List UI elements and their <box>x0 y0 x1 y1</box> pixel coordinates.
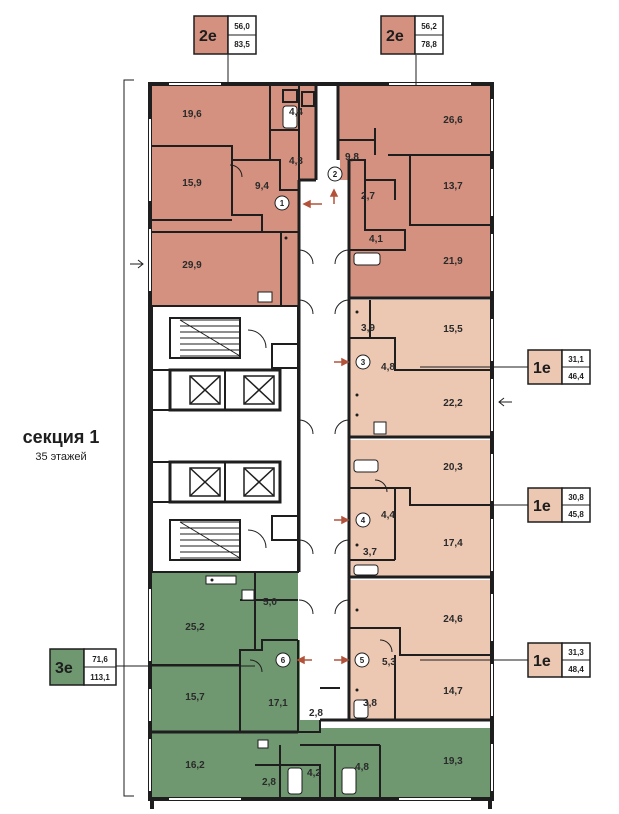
room-area: 3,7 <box>363 547 377 558</box>
room-area: 4,3 <box>289 156 303 167</box>
room-area: 16,2 <box>185 760 205 771</box>
outer-walls <box>148 82 494 801</box>
room-area: 25,2 <box>185 622 205 633</box>
badge-living-area: 31,3 <box>568 648 584 657</box>
badge-living-area: 31,1 <box>568 355 584 364</box>
badge-total-area: 78,8 <box>421 40 437 49</box>
elevator-icon <box>189 375 275 497</box>
section-label: секция 1 35 этажей <box>23 427 100 463</box>
apartment-number-2[interactable]: 2 <box>327 166 343 182</box>
room-area: 19,3 <box>443 756 463 767</box>
svg-text:2: 2 <box>333 170 338 179</box>
room-area: 4,8 <box>355 762 369 773</box>
room-area: 4,4 <box>289 107 303 118</box>
room-area: 15,5 <box>443 324 463 335</box>
section-bracket <box>123 79 134 797</box>
badge-code: 2е <box>199 28 217 45</box>
apartment-1e-top[interactable] <box>350 300 490 437</box>
fixture-dots <box>210 236 359 692</box>
badge-code: 3е <box>55 660 73 677</box>
entrance-arrow-icon <box>296 188 350 665</box>
room-area: 9,8 <box>345 152 359 163</box>
badge-code: 1е <box>533 360 551 377</box>
room-area: 14,7 <box>443 686 463 697</box>
room-area: 17,1 <box>268 698 288 709</box>
corridor <box>300 180 348 720</box>
badge-2e-right[interactable]: 2е 56,2 78,8 <box>380 15 444 55</box>
room-area: 2,8 <box>309 708 323 719</box>
bottom-columns <box>150 799 492 809</box>
badge-1e-top[interactable]: 1е 31,1 46,4 <box>527 349 591 385</box>
badge-living-area: 56,0 <box>234 22 250 31</box>
badge-total-area: 46,4 <box>568 372 584 381</box>
room-area: 26,6 <box>443 115 463 126</box>
room-area: 3,8 <box>363 698 377 709</box>
badge-code: 1е <box>533 498 551 515</box>
room-area: 2,7 <box>361 191 375 202</box>
apartment-number-6[interactable]: 6 <box>275 652 291 668</box>
room-area: 4,4 <box>381 510 395 521</box>
section-subtitle: 35 этажей <box>35 451 86 463</box>
apartment-numbers: 1 2 3 4 5 6 <box>274 166 371 668</box>
compass-arrow-icon <box>130 259 512 407</box>
room-area: 19,6 <box>182 109 202 120</box>
door-swings <box>229 164 393 673</box>
section-title: секция 1 <box>23 427 100 447</box>
apartment-1e-bot[interactable] <box>350 580 490 720</box>
badge-code: 1е <box>533 653 551 670</box>
room-area: 15,7 <box>185 692 205 703</box>
badge-total-area: 113,1 <box>90 673 110 682</box>
stairs-icon <box>179 319 241 559</box>
apartment-number-3[interactable]: 3 <box>355 354 371 370</box>
badge-total-area: 83,5 <box>234 40 250 49</box>
badge-total-area: 45,8 <box>568 510 584 519</box>
badge-living-area: 30,8 <box>568 493 584 502</box>
room-labels: 19,6 4,4 26,6 15,9 4,3 9,4 9,8 13,7 2,7 … <box>182 107 463 788</box>
svg-text:6: 6 <box>281 656 286 665</box>
badge-living-area: 56,2 <box>421 22 437 31</box>
room-area: 4,2 <box>307 768 321 779</box>
room-area: 29,9 <box>182 260 202 271</box>
badge-living-area: 71,6 <box>92 655 108 664</box>
badge-leaders <box>100 55 528 667</box>
badge-code: 2е <box>386 28 404 45</box>
apartment-number-4[interactable]: 4 <box>355 512 371 528</box>
room-area: 3,9 <box>361 323 375 334</box>
room-area: 15,9 <box>182 178 202 189</box>
svg-text:3: 3 <box>361 358 366 367</box>
room-area: 5,3 <box>382 657 396 668</box>
badge-3e[interactable]: 3е 71,6 113,1 <box>49 648 117 686</box>
apartment-3e[interactable] <box>152 572 490 797</box>
room-area: 2,8 <box>262 777 276 788</box>
room-area: 5,0 <box>263 597 277 608</box>
room-area: 9,4 <box>255 181 269 192</box>
badge-1e-mid[interactable]: 1е 30,8 45,8 <box>527 487 591 523</box>
room-area: 4,1 <box>369 234 383 245</box>
svg-text:1: 1 <box>280 199 285 208</box>
room-area: 4,8 <box>381 362 395 373</box>
room-area: 20,3 <box>443 462 463 473</box>
bathroom-fixtures <box>205 105 387 795</box>
apartment-number-1[interactable]: 1 <box>274 195 290 211</box>
svg-text:4: 4 <box>361 516 366 525</box>
badge-1e-bot[interactable]: 1е 31,3 48,4 <box>527 642 591 678</box>
svg-text:5: 5 <box>360 656 365 665</box>
room-area: 24,6 <box>443 614 463 625</box>
room-area: 13,7 <box>443 181 463 192</box>
room-area: 22,2 <box>443 398 463 409</box>
badge-2e-left[interactable]: 2е 56,0 83,5 <box>193 15 257 55</box>
room-area: 21,9 <box>443 256 463 267</box>
apartment-number-5[interactable]: 5 <box>354 652 370 668</box>
room-area: 17,4 <box>443 538 463 549</box>
badge-total-area: 48,4 <box>568 665 584 674</box>
apartment-2e-left[interactable] <box>152 86 316 305</box>
stairs-core <box>152 306 298 572</box>
